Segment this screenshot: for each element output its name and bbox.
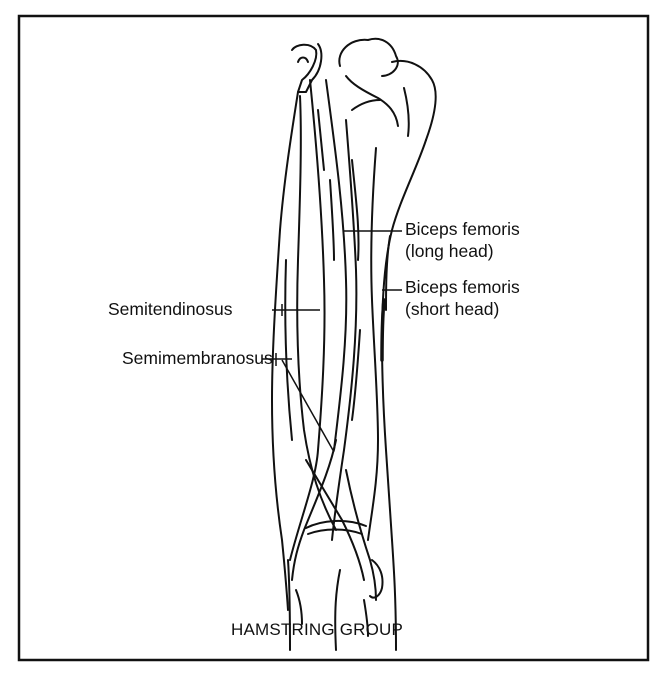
thigh-left-outline	[272, 92, 298, 610]
figure-caption: HAMSTRING GROUP	[231, 620, 403, 640]
label-biceps-short-line2: (short head)	[405, 298, 520, 320]
femur-head	[339, 39, 397, 76]
semimembranosus-edge	[285, 260, 292, 440]
label-biceps-femoris-short: Biceps femoris (short head)	[405, 276, 520, 320]
biceps-long-right	[368, 148, 378, 540]
knee-joint-top	[306, 521, 366, 528]
label-biceps-long-line2: (long head)	[405, 240, 520, 262]
leg-illustration	[272, 39, 436, 650]
figure-frame	[19, 16, 648, 660]
semitendinosus-right-edge	[326, 80, 346, 450]
semitendinosus-left-edge	[290, 80, 325, 560]
label-biceps-short-line1: Biceps femoris	[405, 276, 520, 298]
tendon-cross-1	[292, 440, 336, 580]
femur-neck-lower	[352, 100, 380, 110]
short-head-edge	[386, 236, 390, 310]
label-biceps-long-line1: Biceps femoris	[405, 218, 520, 240]
label-biceps-femoris-long: Biceps femoris (long head)	[405, 218, 520, 262]
trochanter-inner	[404, 88, 409, 136]
knee-joint-bottom	[308, 530, 362, 535]
biceps-long-left	[332, 120, 356, 540]
label-semitendinosus: Semitendinosus	[108, 298, 233, 320]
trochanter	[392, 61, 436, 140]
tendon-cross-3	[346, 470, 376, 600]
thigh-right-outline	[382, 140, 426, 540]
label-semimembranosus: Semimembranosus	[122, 347, 273, 369]
hip-hook-inner	[298, 58, 308, 63]
short-head-shading	[382, 300, 384, 360]
semitendinosus-detail	[318, 110, 334, 260]
hip-hook	[292, 44, 321, 92]
